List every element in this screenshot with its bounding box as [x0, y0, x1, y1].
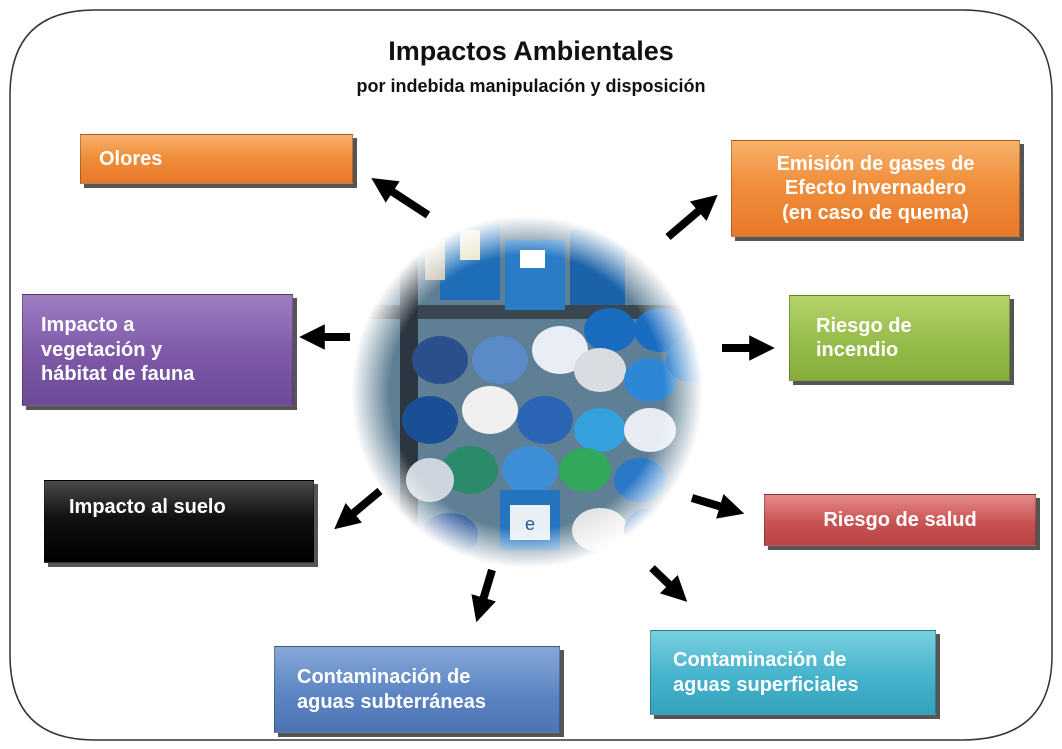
arrow-superficiales	[649, 565, 688, 602]
impact-olores-label: Olores	[99, 147, 163, 170]
arrow-salud	[690, 494, 745, 519]
impact-salud: Riesgo de salud	[764, 494, 1036, 546]
arrow-gases	[665, 194, 718, 241]
diagram-title: Impactos Ambientales	[388, 36, 674, 66]
arrow-olores	[371, 178, 431, 219]
impact-salud-label: Riesgo de salud	[823, 508, 977, 531]
impact-incendio-label: Riesgo de incendio	[816, 314, 912, 361]
arrow-suelo	[334, 487, 383, 530]
impact-olores: Olores	[80, 134, 353, 184]
impact-suelo-label: Impacto al suelo	[69, 496, 226, 518]
impact-incendio: Riesgo de incendio	[789, 295, 1010, 381]
impact-vegetacion-label: Impacto a vegetación y hábitat de fauna	[41, 314, 195, 386]
impact-subterraneas-label: Contaminación de aguas subterráneas	[297, 666, 486, 713]
arrow-subterraneas	[471, 568, 496, 623]
diagram-subtitle: por indebida manipulación y disposición	[356, 76, 706, 96]
impact-suelo: Impacto al suelo	[44, 480, 314, 563]
impact-superficiales-label: Contaminación de aguas superficiales	[673, 649, 859, 696]
impact-subterraneas: Contaminación de aguas subterráneas	[274, 646, 560, 733]
impact-gases-label: Emisión de gases de Efecto Invernadero (…	[776, 152, 975, 224]
impact-vegetacion: Impacto a vegetación y hábitat de fauna	[22, 294, 293, 406]
barrel-label: e	[525, 514, 535, 534]
impact-gases: Emisión de gases de Efecto Invernadero (…	[731, 140, 1020, 237]
impact-superficiales: Contaminación de aguas superficiales	[650, 630, 936, 715]
